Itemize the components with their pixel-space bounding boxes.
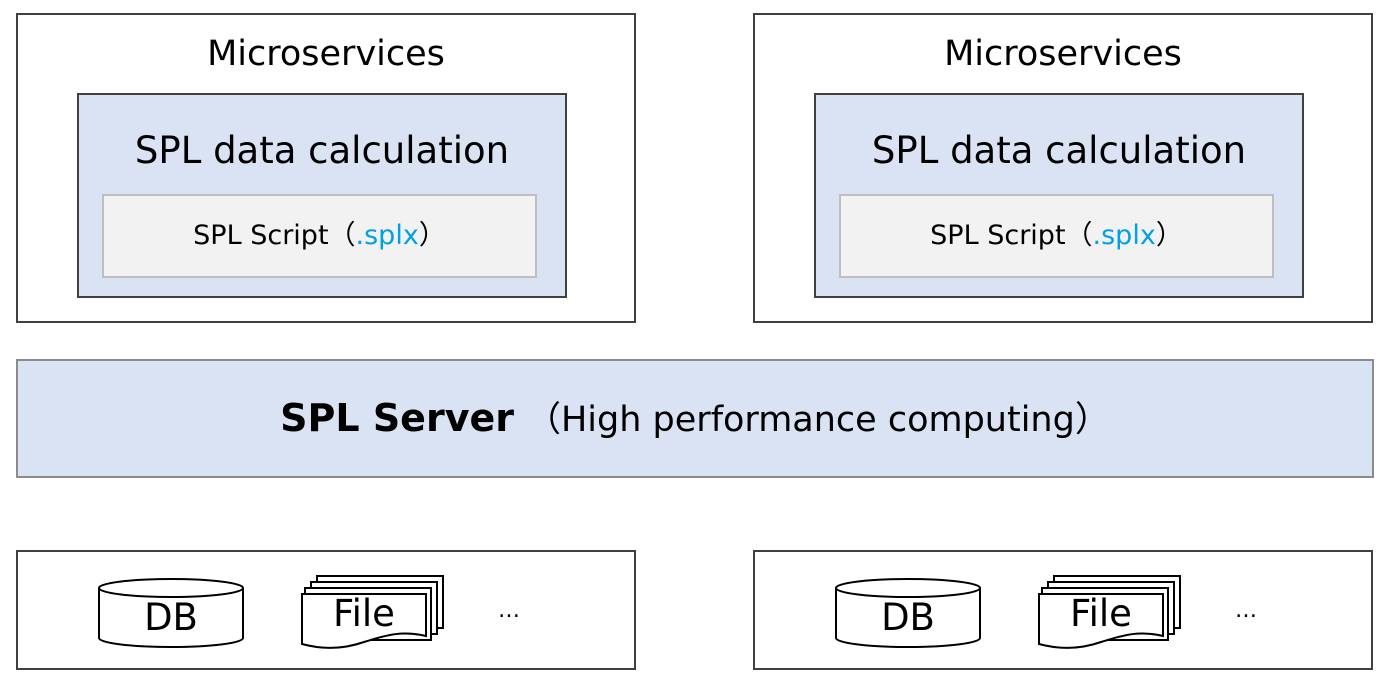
- spl-script-label: SPL Script: [930, 220, 1066, 251]
- file-label: File: [1070, 592, 1132, 635]
- data-sources-box-2: DB File …: [753, 550, 1373, 670]
- db-label: DB: [881, 596, 935, 639]
- spl-server-name: SPL Server: [280, 396, 514, 440]
- script-paren-open: （: [1065, 220, 1093, 251]
- file-label: File: [333, 592, 395, 635]
- spl-server-description: （High performance computing）: [525, 400, 1110, 440]
- spl-data-calculation-box: SPL data calculation SPL Script（.splx）: [77, 93, 567, 298]
- db-label: DB: [144, 596, 198, 639]
- spl-data-calculation-box: SPL data calculation SPL Script（.splx）: [814, 93, 1304, 298]
- splx-extension: .splx: [355, 220, 419, 251]
- microservices-box-1: Microservices SPL data calculation SPL S…: [16, 13, 636, 323]
- spl-server-bar: SPL Server （High performance computing）: [16, 359, 1374, 478]
- data-sources-box-1: DB File …: [16, 550, 636, 670]
- script-paren-close: ）: [1155, 220, 1183, 251]
- spl-data-calculation-title: SPL data calculation: [134, 129, 510, 172]
- file-stack-icon: [1038, 575, 1181, 649]
- file-stack-icon: [301, 575, 444, 649]
- microservices-box-2: Microservices SPL data calculation SPL S…: [753, 13, 1373, 323]
- spl-script-label: SPL Script: [193, 220, 329, 251]
- more-sources-ellipsis: …: [1235, 598, 1257, 623]
- more-sources-ellipsis: …: [498, 598, 520, 623]
- database-icon: [98, 578, 244, 648]
- spl-data-calculation-title: SPL data calculation: [871, 129, 1247, 172]
- splx-extension: .splx: [1092, 220, 1156, 251]
- microservices-title: Microservices: [944, 34, 1182, 74]
- microservices-title: Microservices: [207, 34, 445, 74]
- spl-script-box: SPL Script（.splx）: [102, 194, 537, 278]
- script-paren-close: ）: [418, 220, 446, 251]
- script-paren-open: （: [328, 220, 356, 251]
- database-icon: [835, 578, 981, 648]
- spl-script-box: SPL Script（.splx）: [839, 194, 1274, 278]
